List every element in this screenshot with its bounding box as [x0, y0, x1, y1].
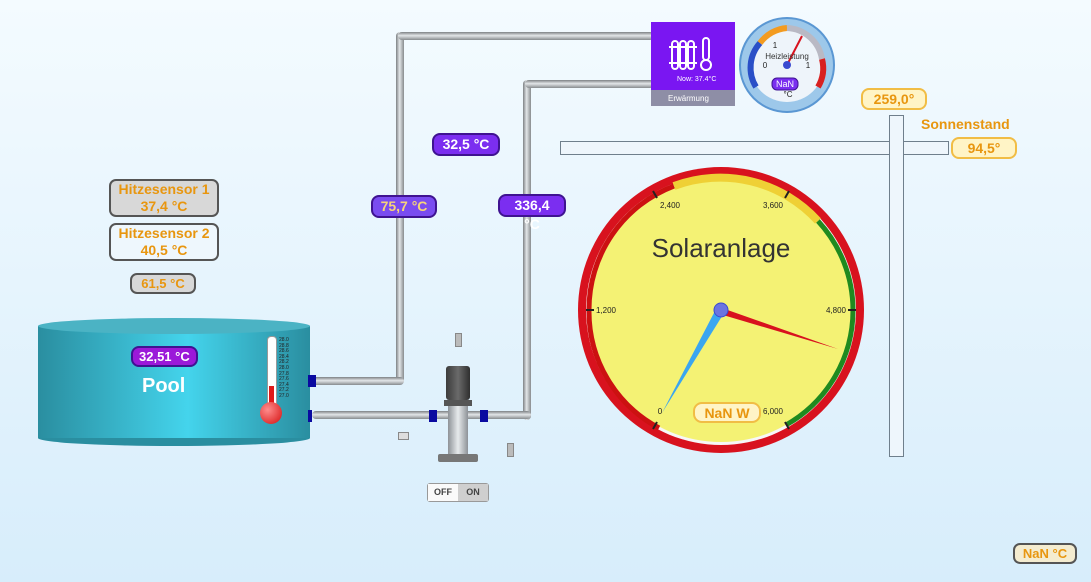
pump-switch[interactable]: OFF ON [427, 483, 489, 502]
heating-gauge-label-1a: 1 [773, 41, 778, 50]
heat-sensor-1-label: Hitzesensor 1 [118, 181, 210, 197]
pipe-top-horizontal [398, 32, 654, 40]
extra-temp-value: 61,5 °C [130, 273, 196, 294]
pump-switch-off[interactable]: OFF [428, 484, 458, 501]
pool-title: Pool [142, 375, 186, 397]
valve-icon-upper [455, 333, 462, 347]
pump-icon [434, 366, 484, 466]
solar-tick-2400: 2,400 [660, 201, 681, 210]
heating-gauge-label-1b: 1 [806, 61, 811, 70]
pipe-right-temp: 336,4 °C [498, 194, 566, 232]
heat-sensor-2-value: 40,5 °C [140, 242, 188, 258]
pool-port-upper [308, 375, 316, 387]
pool-tank-top [38, 318, 310, 334]
heating-caption-bar [651, 90, 735, 106]
footer-temp-value: NaN °C [1013, 543, 1077, 564]
heating-gauge: Heizleistung 0 1 1 NaN °C [739, 17, 835, 113]
pump-port-right [480, 410, 488, 422]
heating-panel[interactable]: Now: 37.4°C Erwärmung [651, 22, 735, 106]
pump-switch-on[interactable]: ON [458, 484, 488, 501]
solar-gauge-title: Solaranlage [652, 233, 791, 263]
radiator-icon [669, 37, 712, 71]
sensor-icon-small [398, 432, 409, 440]
pipe-pool-return [312, 377, 404, 385]
solar-gauge: Solaranlage 0 1,200 2,400 3,600 4,800 6,… [578, 167, 864, 453]
solar-tick-0: 0 [658, 407, 663, 416]
pool-water-temp: 32,51 °C [131, 346, 198, 367]
pipe-pool-outlet [312, 411, 531, 419]
pump-port-left [429, 410, 437, 422]
pool-port-lower [308, 410, 312, 422]
valve-icon-lower [507, 443, 514, 457]
heating-now-text: Now: 37.4°C [677, 76, 717, 83]
solar-tick-4800: 4,800 [826, 306, 847, 315]
sun-elevation-value: 94,5° [951, 137, 1017, 159]
heat-sensor-2: Hitzesensor 2 40,5 °C [109, 223, 219, 261]
heat-sensor-1: Hitzesensor 1 37,4 °C [109, 179, 219, 217]
heat-sensor-2-label: Hitzesensor 2 [118, 225, 210, 241]
sun-position-label: Sonnenstand [921, 116, 1010, 132]
solar-tick-1200: 1,200 [596, 306, 617, 315]
pipe-top-temp: 32,5 °C [432, 133, 500, 156]
pipe-right-vertical [523, 80, 531, 420]
heating-gauge-title: Heizleistung [765, 52, 809, 61]
sun-elevation-bar [560, 141, 949, 155]
thermometer-icon [259, 336, 289, 428]
pipe-upper-return [525, 80, 654, 88]
sun-azimuth-bar [889, 115, 904, 457]
heating-caption: Erwärmung [668, 94, 709, 103]
heating-gauge-label-0: 0 [763, 61, 768, 70]
solar-needle-red [719, 307, 838, 349]
pipe-left-temp: 75,7 °C [371, 195, 437, 218]
solar-tick-3600: 3,600 [763, 201, 784, 210]
heat-sensor-1-value: 37,4 °C [140, 198, 188, 214]
solar-power-value: NaN W [704, 405, 750, 421]
heating-gauge-value: NaN [776, 79, 794, 89]
solar-needle-blue [662, 309, 724, 413]
heating-gauge-unit: °C [784, 90, 793, 99]
thermometer-scale: 28.0 28.8 28.6 28.4 28.2 28.0 27.8 27.6 … [279, 337, 289, 399]
solar-tick-6000: 6,000 [763, 407, 784, 416]
sun-azimuth-value: 259,0° [861, 88, 927, 110]
